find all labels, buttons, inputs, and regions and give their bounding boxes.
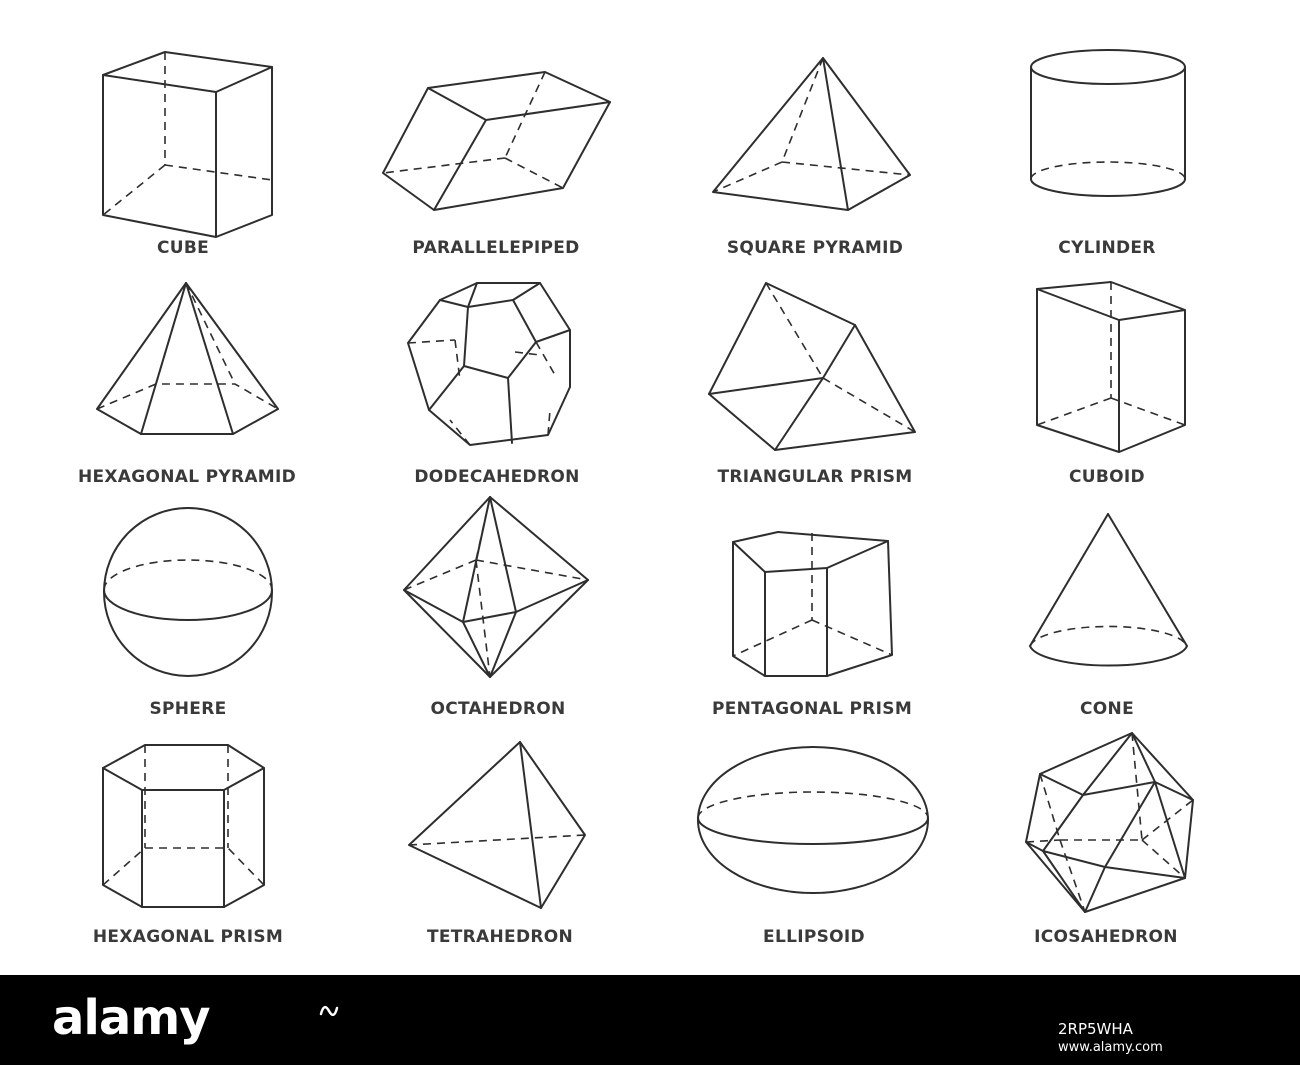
- cylinder-icon: [1030, 49, 1186, 197]
- hexagonal-pyramid-icon: [96, 282, 279, 435]
- triangular-prism-icon: [708, 282, 916, 451]
- shape-label: CYLINDER: [1058, 238, 1155, 258]
- shape-label: SQUARE PYRAMID: [727, 238, 903, 258]
- tetrahedron-icon: [408, 741, 586, 909]
- shape-label: PARALLELEPIPED: [412, 238, 579, 258]
- shape-label: HEXAGONAL PRISM: [93, 927, 283, 947]
- cube-icon: [102, 51, 273, 238]
- cone-icon: [1029, 513, 1188, 667]
- shape-label: TETRAHEDRON: [427, 927, 573, 947]
- shape-label: DODECAHEDRON: [414, 467, 579, 487]
- shape-label: ELLIPSOID: [763, 927, 865, 947]
- hexagonal-prism-icon: [102, 744, 265, 908]
- site-url[interactable]: www.alamy.com: [1058, 1040, 1163, 1055]
- pentagonal-prism-icon: [732, 531, 893, 677]
- ellipsoid-icon: [697, 746, 929, 894]
- square-pyramid-icon: [712, 57, 911, 211]
- shapes-diagram: CUBE PARALLELEPIPED SQUARE PYRAMID CYLIN…: [78, 49, 1194, 947]
- shape-label: PENTAGONAL PRISM: [712, 699, 912, 719]
- shape-label: CUBE: [157, 238, 209, 258]
- dodecahedron-icon: [407, 282, 571, 446]
- shape-label: TRIANGULAR PRISM: [718, 467, 913, 487]
- shape-label: ICOSAHEDRON: [1034, 927, 1178, 947]
- shape-label: CUBOID: [1069, 467, 1145, 487]
- alamy-logo-icon: [319, 1005, 339, 1017]
- alamy-logo[interactable]: alamy: [52, 990, 211, 1046]
- image-id: 2RP5WHA: [1058, 1020, 1133, 1038]
- icosahedron-icon: [1025, 732, 1194, 913]
- parallelepiped-icon: [382, 71, 611, 211]
- octahedron-icon: [403, 496, 589, 678]
- shape-label: CONE: [1080, 699, 1134, 719]
- watermark-footer: [0, 975, 1300, 1065]
- shape-label: HEXAGONAL PYRAMID: [78, 467, 296, 487]
- shape-label: OCTAHEDRON: [430, 699, 565, 719]
- cuboid-icon: [1036, 281, 1186, 453]
- sphere-icon: [103, 507, 273, 677]
- shape-label: SPHERE: [149, 699, 226, 719]
